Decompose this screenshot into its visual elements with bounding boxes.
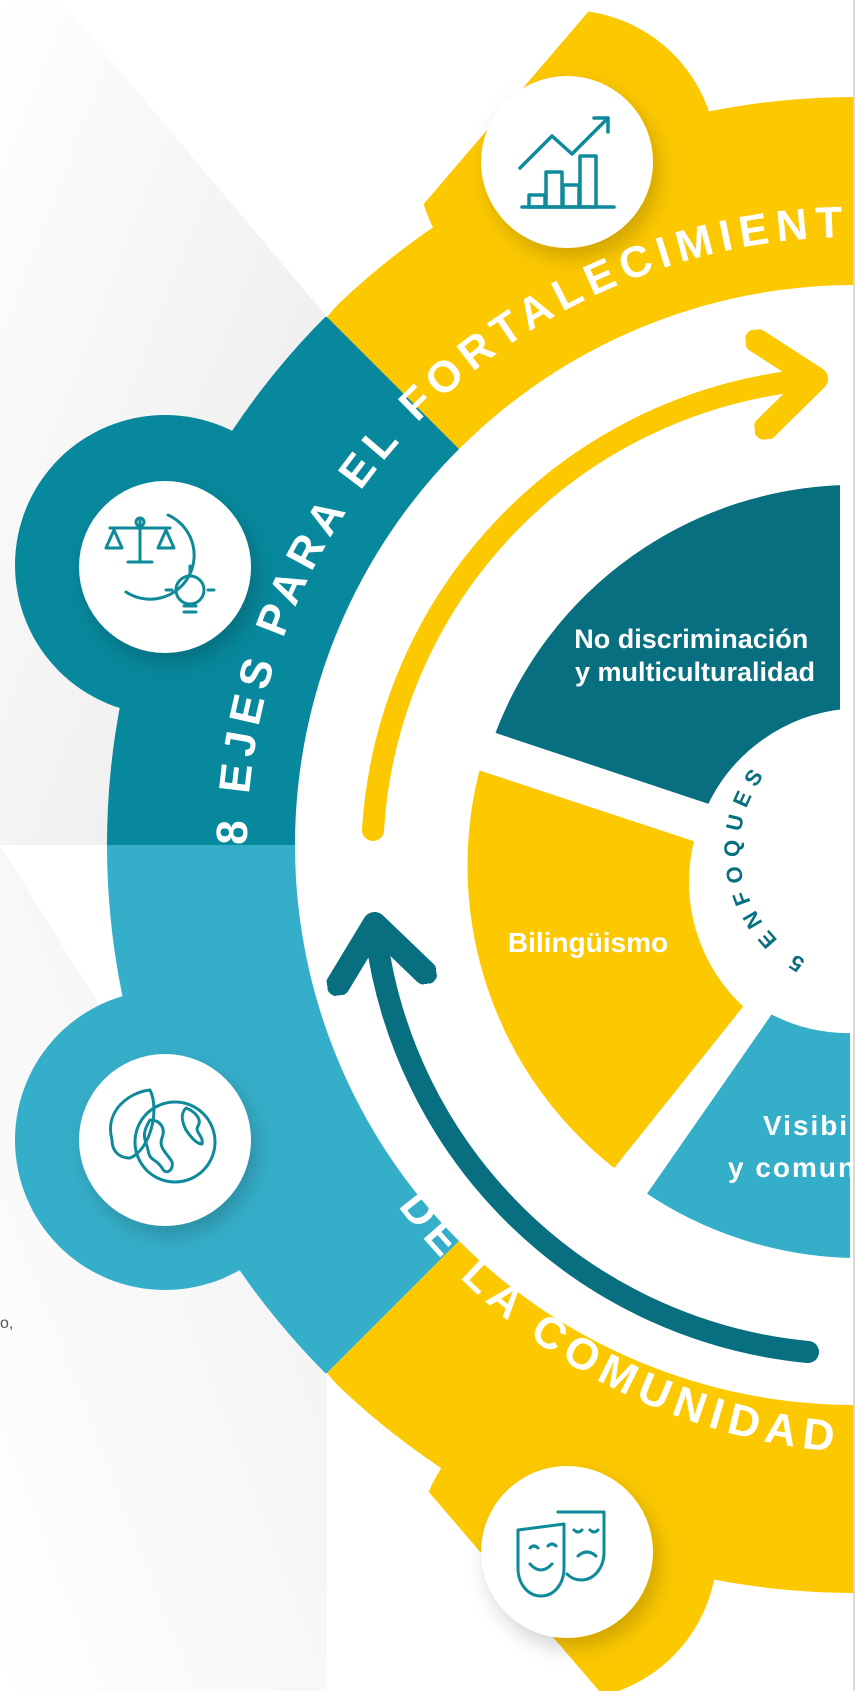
icon-badge-growth bbox=[481, 76, 653, 248]
icon-badge-theater bbox=[481, 1466, 653, 1638]
clipped-body-text: o, bbox=[0, 1315, 14, 1332]
segment-label-3: Visibi y comun bbox=[728, 1110, 855, 1183]
arrow-teal bbox=[376, 935, 819, 1363]
icon-badge-world bbox=[79, 1054, 251, 1226]
segment-visibilidad bbox=[635, 1003, 855, 1268]
page-edge bbox=[853, 0, 855, 1691]
segment-bilinguismo bbox=[457, 759, 755, 1180]
arrow-yellow bbox=[362, 380, 805, 841]
icon-badge-justice bbox=[79, 481, 251, 653]
segment-label-1: No discriminación y multiculturalidad bbox=[574, 624, 816, 687]
segment-no-discriminacion bbox=[484, 475, 850, 815]
justice-idea-icon bbox=[104, 513, 216, 614]
world-leaf-icon bbox=[109, 1088, 217, 1184]
segment-label-2: Bilingüismo bbox=[508, 927, 668, 958]
segments bbox=[457, 475, 855, 1268]
growth-chart-icon bbox=[518, 116, 616, 209]
theater-masks-icon bbox=[516, 1510, 606, 1598]
